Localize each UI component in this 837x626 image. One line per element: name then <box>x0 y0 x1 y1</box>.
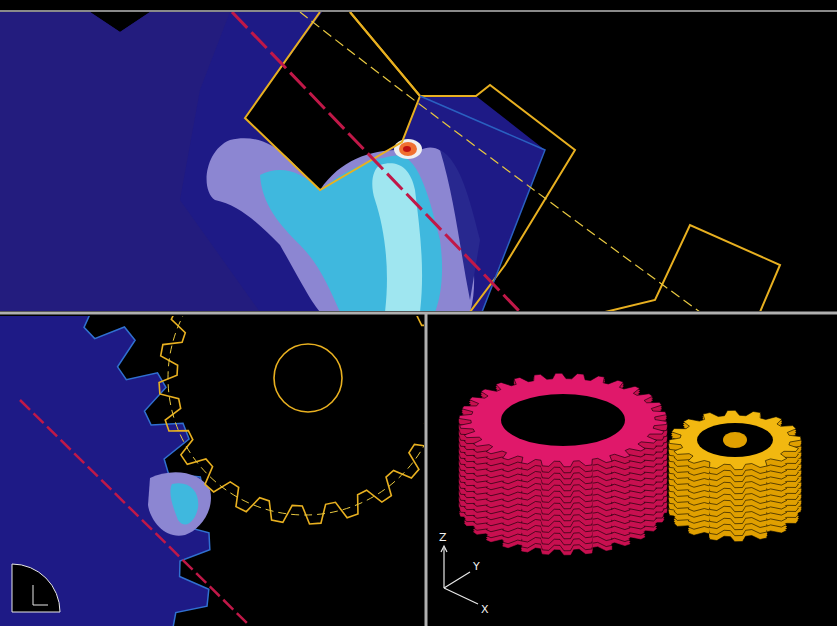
panel-border <box>425 314 428 626</box>
axis-triad <box>441 546 478 604</box>
gear-3d <box>459 373 667 555</box>
axis-triad-small <box>12 564 60 612</box>
axis-label: Y <box>473 561 480 572</box>
stress-peak <box>399 142 417 156</box>
pinion-outline <box>245 12 420 190</box>
stress-contour <box>440 150 480 300</box>
stress-contour <box>260 155 442 311</box>
gear-outline <box>420 96 545 311</box>
stress-peak <box>394 139 422 159</box>
axis-label: X <box>481 604 489 615</box>
pinion-outline <box>350 12 575 311</box>
gear-pair-3d <box>459 373 801 555</box>
pitch-circle <box>168 316 424 515</box>
axis-label: Z <box>439 532 447 543</box>
panel-border <box>0 312 837 315</box>
pitch-circle <box>300 12 700 311</box>
pinion-outline <box>605 225 780 311</box>
zoom-panel <box>0 12 780 311</box>
pinion-outline <box>159 316 424 524</box>
gear-pair-2d <box>0 316 424 626</box>
gear-body <box>0 316 210 626</box>
stress-peak <box>403 146 411 152</box>
stress-contour <box>170 483 198 524</box>
pinion-hub <box>274 344 342 412</box>
gear-body <box>0 12 545 311</box>
stress-contour <box>207 138 475 311</box>
pinion-3d <box>669 410 801 541</box>
line-of-action <box>232 12 520 311</box>
stress-contour <box>148 472 211 536</box>
panel-border <box>0 10 837 12</box>
